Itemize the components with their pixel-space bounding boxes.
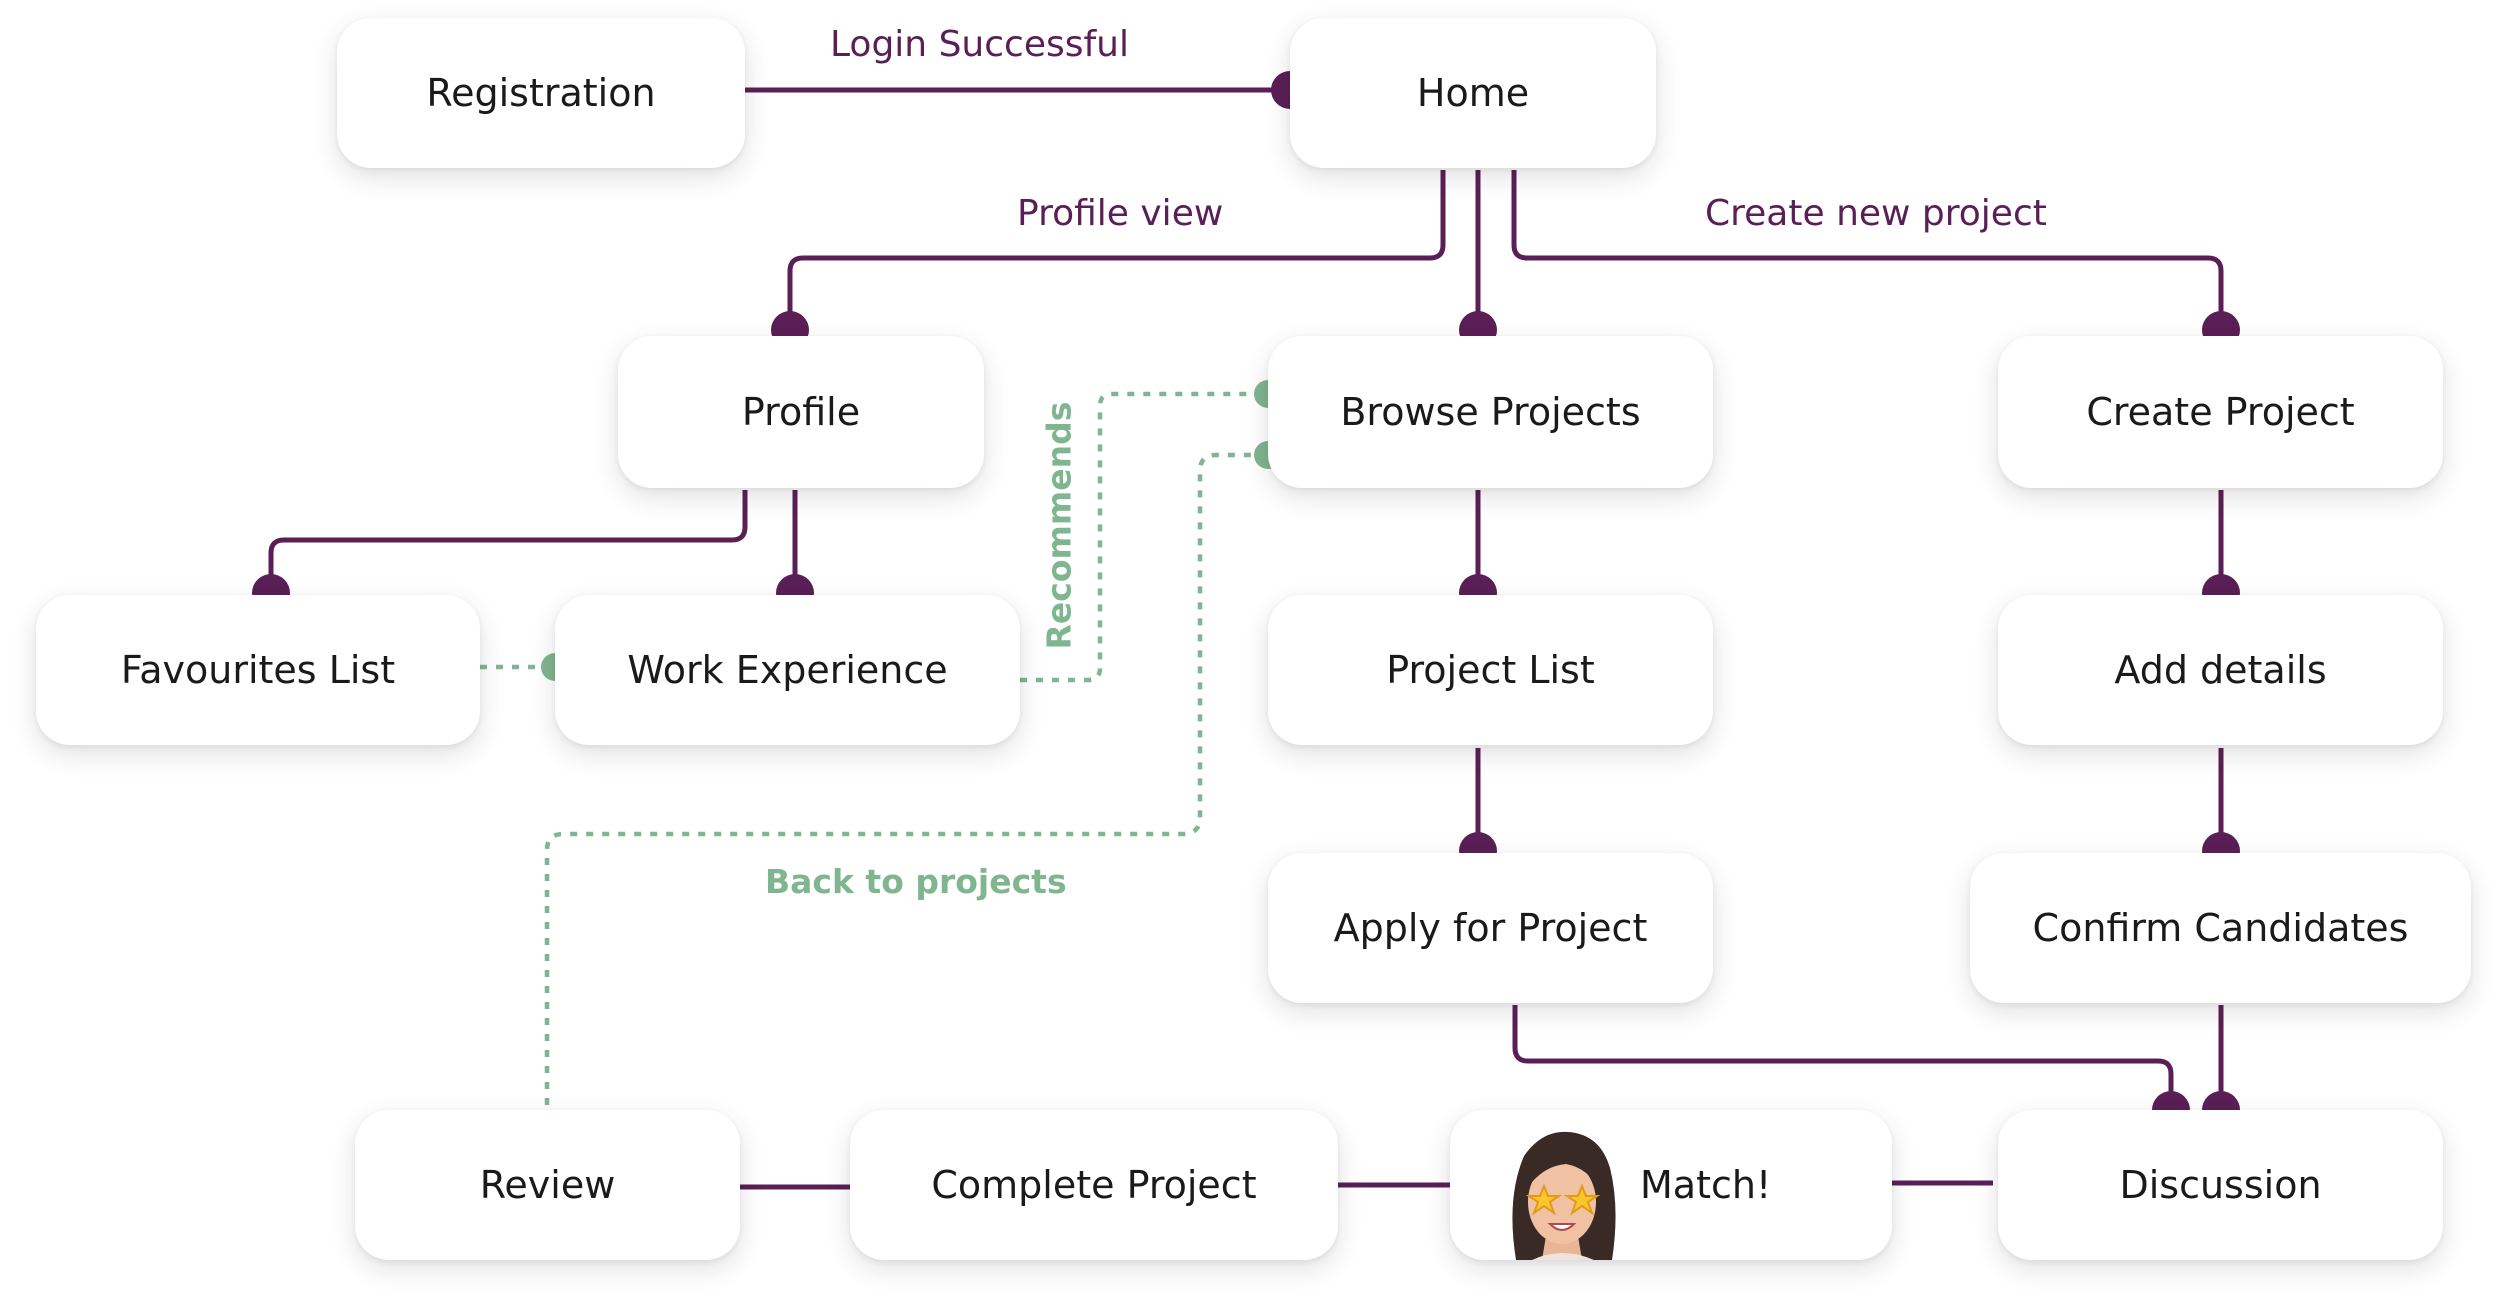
edge-profile-favourites xyxy=(268,490,748,593)
node-label: Discussion xyxy=(2119,1163,2322,1207)
node-label: Registration xyxy=(426,71,656,115)
node-label: Favourites List xyxy=(120,648,396,692)
node-label: Match! xyxy=(1640,1163,1772,1207)
node-work-experience[interactable]: Work Experience xyxy=(555,595,1020,745)
node-browse-projects[interactable]: Browse Projects xyxy=(1268,336,1713,488)
node-review[interactable]: Review xyxy=(355,1110,740,1260)
node-label: Home xyxy=(1416,71,1530,115)
node-label: Confirm Candidates xyxy=(2032,906,2409,950)
node-add-details[interactable]: Add details xyxy=(1998,595,2443,745)
label-create-new-project: Create new project xyxy=(1705,193,2047,234)
star-eyes-avatar-icon xyxy=(1512,1131,1616,1260)
node-label: Create Project xyxy=(2086,390,2355,434)
node-discussion[interactable]: Discussion xyxy=(1998,1110,2443,1260)
node-apply-for-project[interactable]: Apply for Project xyxy=(1268,853,1713,1003)
node-confirm-candidates[interactable]: Confirm Candidates xyxy=(1970,853,2471,1003)
node-label: Browse Projects xyxy=(1340,390,1641,434)
label-recommends: Recommends xyxy=(1039,401,1079,650)
node-registration[interactable]: Registration xyxy=(337,18,745,168)
node-match[interactable]: Match! xyxy=(1450,1110,1892,1260)
edge-apply-discussion xyxy=(1512,1005,2174,1110)
node-home[interactable]: Home xyxy=(1290,18,1656,168)
label-login-successful: Login Successful xyxy=(830,24,1129,65)
node-label: Project List xyxy=(1386,648,1595,692)
label-profile-view: Profile view xyxy=(1017,193,1224,234)
node-project-list[interactable]: Project List xyxy=(1268,595,1713,745)
node-label: Add details xyxy=(2114,648,2327,692)
node-profile[interactable]: Profile xyxy=(618,336,984,488)
node-favourites-list[interactable]: Favourites List xyxy=(36,595,480,745)
node-label: Complete Project xyxy=(931,1163,1257,1207)
node-label: Profile xyxy=(741,390,861,434)
node-create-project[interactable]: Create Project xyxy=(1998,336,2443,488)
edge-home-profile xyxy=(787,170,1446,330)
node-complete-project[interactable]: Complete Project xyxy=(850,1110,1338,1260)
edge-home-create xyxy=(1511,170,2224,330)
node-label: Apply for Project xyxy=(1333,906,1648,950)
node-label: Work Experience xyxy=(627,648,948,692)
node-label: Review xyxy=(479,1163,616,1207)
edge-back-to-projects-dashed xyxy=(544,452,1268,1105)
label-back-to-projects: Back to projects xyxy=(765,862,1067,901)
